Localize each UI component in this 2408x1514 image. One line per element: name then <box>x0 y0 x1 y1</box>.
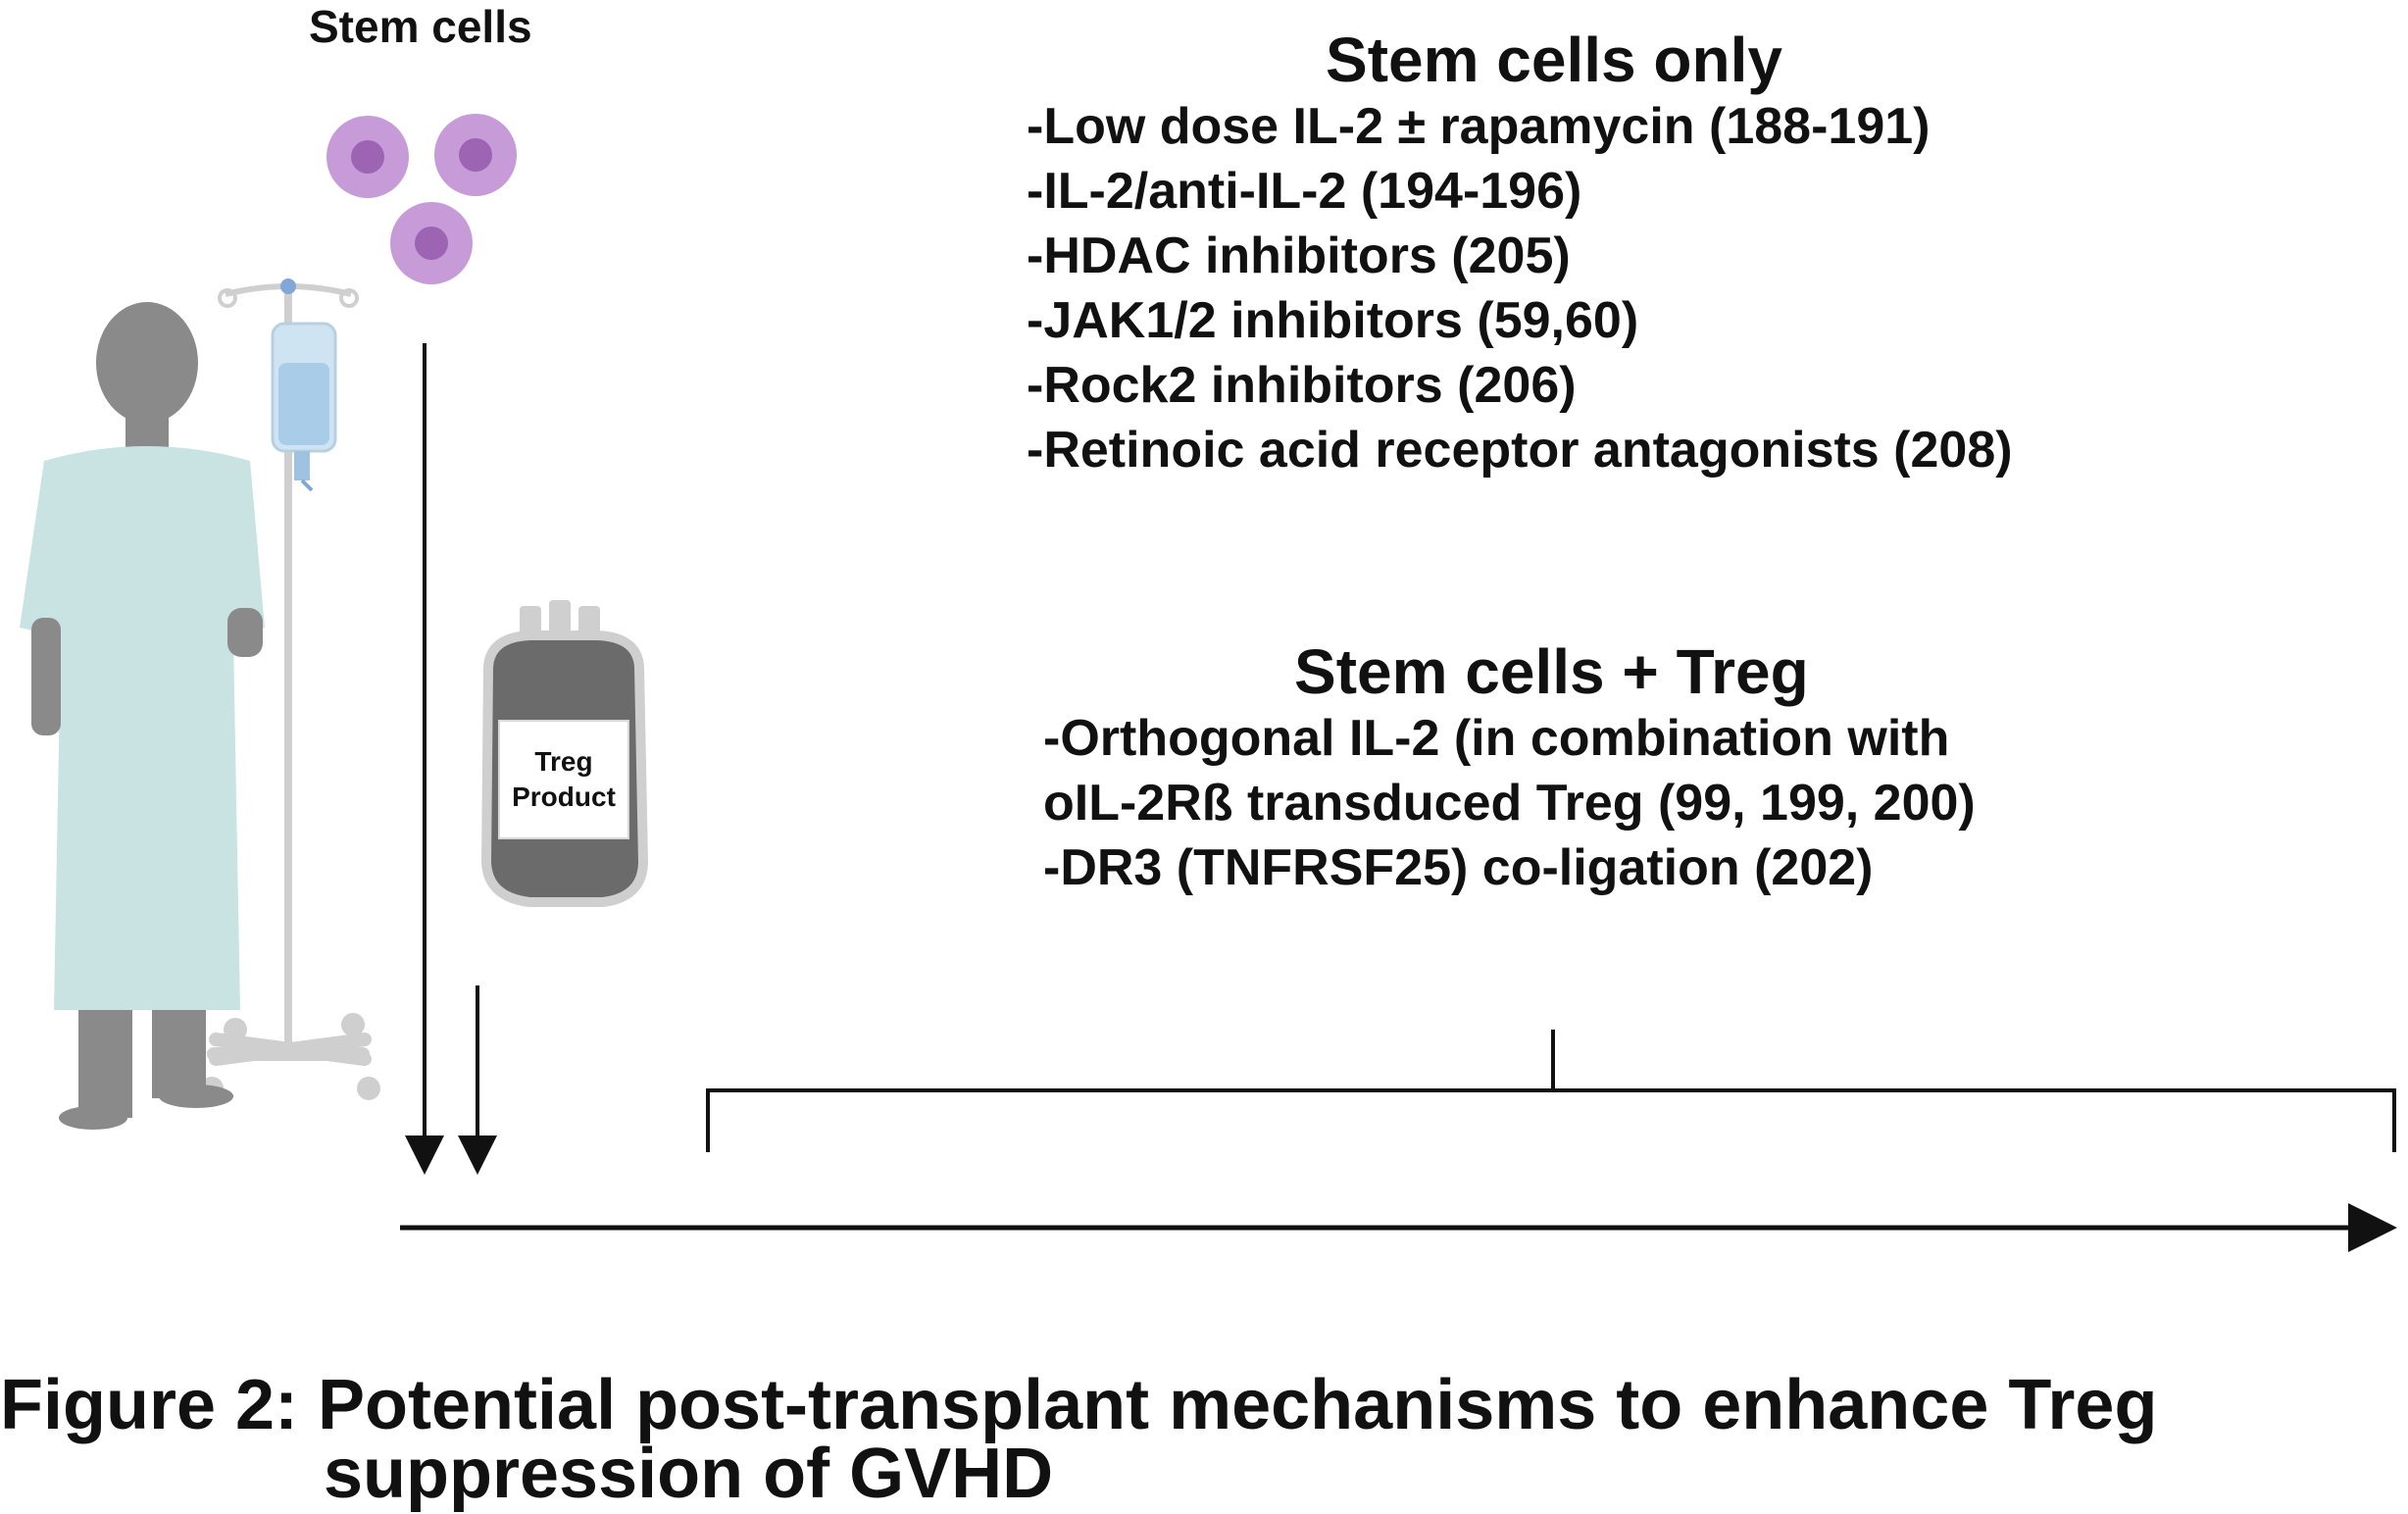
stem-cells-label: Stem cells <box>309 1 532 52</box>
stem-cells-only-list: -Low dose IL-2 ± rapamycin (188-191) -IL… <box>1027 94 2013 482</box>
list-item: -IL-2/anti-IL-2 (194-196) <box>1027 163 1582 220</box>
list-item: -DR3 (TNFRSF25) co-ligation (202) <box>1043 839 1874 896</box>
list-item: -JAK1/2 inhibitors (59,60) <box>1027 292 1639 349</box>
figure-caption-line2: suppression of GVHD <box>324 1435 1054 1513</box>
figure-caption-line1: Figure 2: Potential post-transplant mech… <box>0 1366 2158 1444</box>
list-item: -Orthogonal IL-2 (in combination with <box>1043 710 1950 767</box>
patient-icon <box>20 302 265 1130</box>
stem-cells-treg-title: Stem cells + Treg <box>1294 636 1809 707</box>
treg-product-line2: Product <box>512 782 616 812</box>
treatment-window-bracket <box>706 1088 2396 1152</box>
list-item: oIL-2Rß transduced Treg (99, 199, 200) <box>1043 775 1976 832</box>
stem-cells-icon <box>326 114 517 284</box>
list-item: -HDAC inhibitors (205) <box>1027 227 1571 284</box>
treg-product-label: Treg Product <box>498 720 629 839</box>
iv-pole-icon <box>200 278 380 1100</box>
stem-cells-treg-list: -Orthogonal IL-2 (in combination with oI… <box>1043 706 1976 900</box>
treg-product-line1: Treg <box>534 746 593 777</box>
list-item: -Low dose IL-2 ± rapamycin (188-191) <box>1027 98 1931 155</box>
list-item: -Retinoic acid receptor antagonists (208… <box>1027 422 2013 479</box>
stem-cells-only-title: Stem cells only <box>1326 25 1782 95</box>
list-item: -Rock2 inhibitors (206) <box>1027 357 1577 414</box>
